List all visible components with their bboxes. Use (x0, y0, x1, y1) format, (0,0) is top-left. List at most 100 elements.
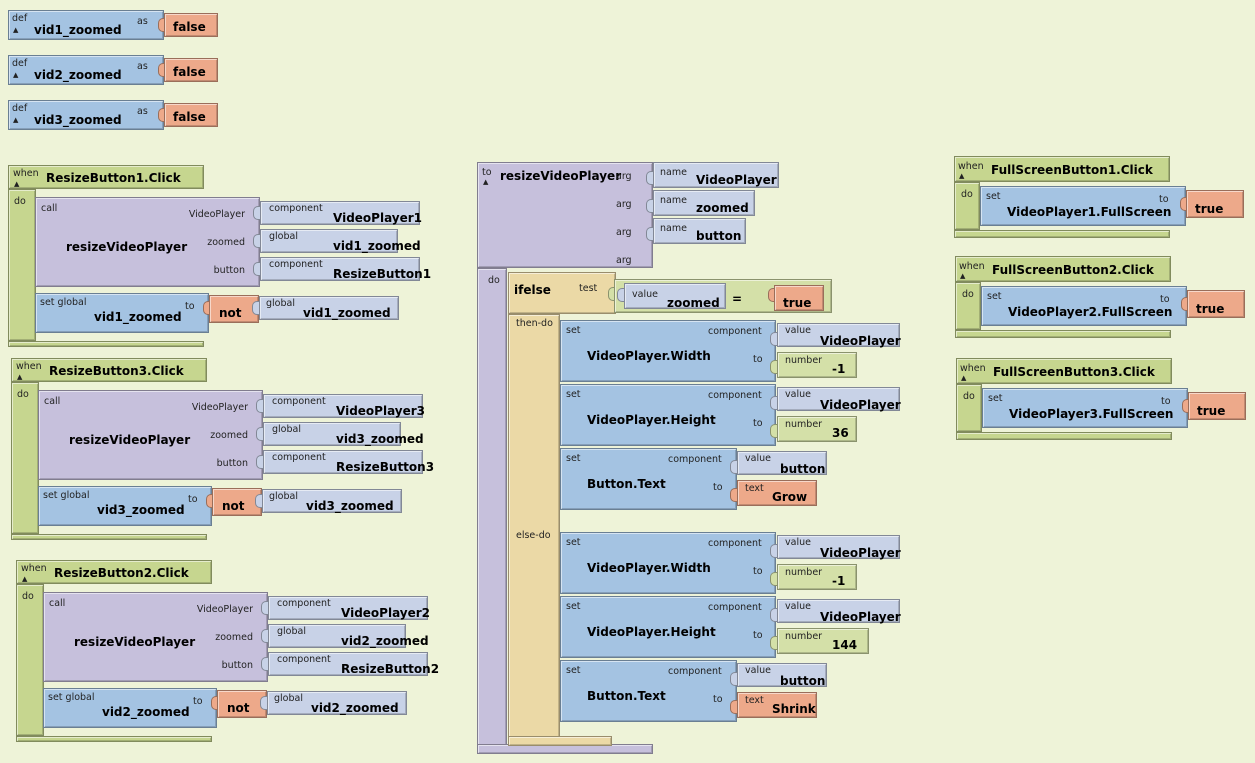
value-getter-block[interactable] (624, 283, 726, 309)
set-global-block[interactable] (43, 688, 217, 728)
not-block[interactable] (209, 295, 259, 323)
set-global-block[interactable] (38, 486, 212, 526)
ifelse-body[interactable] (508, 314, 560, 746)
event-handler-footer[interactable] (956, 432, 1172, 440)
property-name: VideoPlayer.Width (587, 349, 711, 363)
event-name: ResizeButton3.Click (49, 364, 184, 378)
set-property-block[interactable] (560, 384, 776, 446)
do-keyword: do (17, 389, 29, 400)
property-name: VideoPlayer.Height (587, 413, 716, 427)
argument-socket-block[interactable] (268, 652, 428, 676)
ifelse-footer[interactable] (508, 736, 612, 746)
event-handler-body[interactable] (8, 189, 36, 341)
event-handler-body[interactable] (955, 282, 981, 330)
event-handler-footer[interactable] (11, 534, 207, 540)
component-value-block[interactable] (737, 451, 827, 475)
global-getter-block[interactable] (259, 296, 399, 320)
event-handler-body[interactable] (954, 182, 980, 230)
false-literal-block[interactable] (164, 13, 218, 37)
argument-socket-block[interactable] (268, 624, 406, 648)
set-property-block[interactable] (982, 388, 1188, 428)
collapse-triangle-icon[interactable]: ▲ (13, 26, 19, 34)
component-value-block[interactable] (737, 663, 827, 687)
collapse-triangle-icon[interactable]: ▲ (959, 172, 965, 180)
def-block[interactable] (8, 10, 164, 40)
event-name: FullScreenButton3.Click (993, 365, 1155, 379)
number-literal-block[interactable] (777, 564, 857, 590)
global-getter-block[interactable] (262, 489, 402, 513)
argument-socket-block[interactable] (260, 257, 420, 281)
set-property-block[interactable] (560, 532, 776, 594)
text-literal-block[interactable] (737, 480, 817, 506)
collapse-triangle-icon[interactable]: ▲ (13, 71, 19, 79)
parameter-name: zoomed (696, 201, 749, 215)
ifelse-header[interactable] (508, 272, 616, 314)
event-handler-header[interactable] (955, 256, 1171, 282)
procedure-call-block[interactable] (38, 390, 263, 480)
number-literal-block[interactable] (777, 352, 857, 378)
event-handler-header[interactable] (956, 358, 1172, 384)
event-handler-body[interactable] (956, 384, 982, 432)
true-literal-block[interactable] (1187, 290, 1245, 318)
number-literal-block[interactable] (777, 628, 869, 654)
argument-socket-block[interactable] (268, 596, 428, 620)
set-property-block[interactable] (980, 186, 1186, 226)
set-property-block[interactable] (560, 596, 776, 658)
argument-socket-block[interactable] (263, 422, 401, 446)
argument-socket-block[interactable] (263, 394, 423, 418)
event-handler-footer[interactable] (954, 230, 1170, 238)
parameter-name-block[interactable] (653, 218, 746, 244)
event-handler-header[interactable] (954, 156, 1170, 182)
set-property-block[interactable] (560, 448, 737, 510)
collapse-triangle-icon[interactable]: ▲ (483, 178, 489, 186)
def-block[interactable] (8, 100, 164, 130)
component-value-block[interactable] (777, 323, 900, 347)
argument-socket-block[interactable] (263, 450, 423, 474)
set-global-block[interactable] (35, 293, 209, 333)
collapse-triangle-icon[interactable]: ▲ (22, 575, 28, 583)
component-value-block[interactable] (777, 387, 900, 411)
procedure-call-block[interactable] (43, 592, 268, 682)
event-handler-body[interactable] (11, 382, 39, 534)
parameter-name-block[interactable] (653, 190, 755, 216)
collapse-triangle-icon[interactable]: ▲ (960, 272, 966, 280)
false-literal-block[interactable] (164, 103, 218, 127)
procedure-definition-body[interactable] (477, 268, 507, 750)
collapse-triangle-icon[interactable]: ▲ (961, 374, 967, 382)
event-handler-header[interactable] (11, 358, 207, 382)
argument-label-zoomed: zoomed (207, 237, 245, 248)
text-literal-block[interactable] (737, 692, 817, 718)
def-keyword: def (12, 103, 28, 114)
collapse-triangle-icon[interactable]: ▲ (17, 373, 23, 381)
component-value-block[interactable] (777, 535, 900, 559)
def-keyword: def (12, 13, 28, 24)
argument-socket-block[interactable] (260, 229, 398, 253)
global-getter-block[interactable] (267, 691, 407, 715)
collapse-triangle-icon[interactable]: ▲ (14, 180, 20, 188)
set-property-block[interactable] (560, 660, 737, 722)
number-literal-block[interactable] (777, 416, 857, 442)
event-handler-body[interactable] (16, 584, 44, 736)
not-block[interactable] (217, 690, 267, 718)
global-keyword: global (266, 298, 295, 309)
to-keyword: to (185, 301, 195, 312)
set-property-block[interactable] (981, 286, 1187, 326)
component-value: VideoPlayer (820, 398, 901, 412)
not-block[interactable] (212, 488, 262, 516)
collapse-triangle-icon[interactable]: ▲ (13, 116, 19, 124)
component-value-block[interactable] (777, 599, 900, 623)
false-literal-block[interactable] (164, 58, 218, 82)
value-keyword: value (785, 325, 811, 336)
true-literal-block[interactable] (1186, 190, 1244, 218)
true-literal-block[interactable] (774, 285, 824, 311)
parameter-name-block[interactable] (653, 162, 779, 188)
event-handler-header[interactable] (8, 165, 204, 189)
set-property-block[interactable] (560, 320, 776, 382)
event-handler-footer[interactable] (955, 330, 1171, 338)
event-handler-footer[interactable] (8, 341, 204, 347)
procedure-definition-header[interactable] (477, 162, 653, 268)
event-handler-footer[interactable] (16, 736, 212, 742)
argument-socket-block[interactable] (260, 201, 420, 225)
event-handler-header[interactable] (16, 560, 212, 584)
true-literal-block[interactable] (1188, 392, 1246, 420)
